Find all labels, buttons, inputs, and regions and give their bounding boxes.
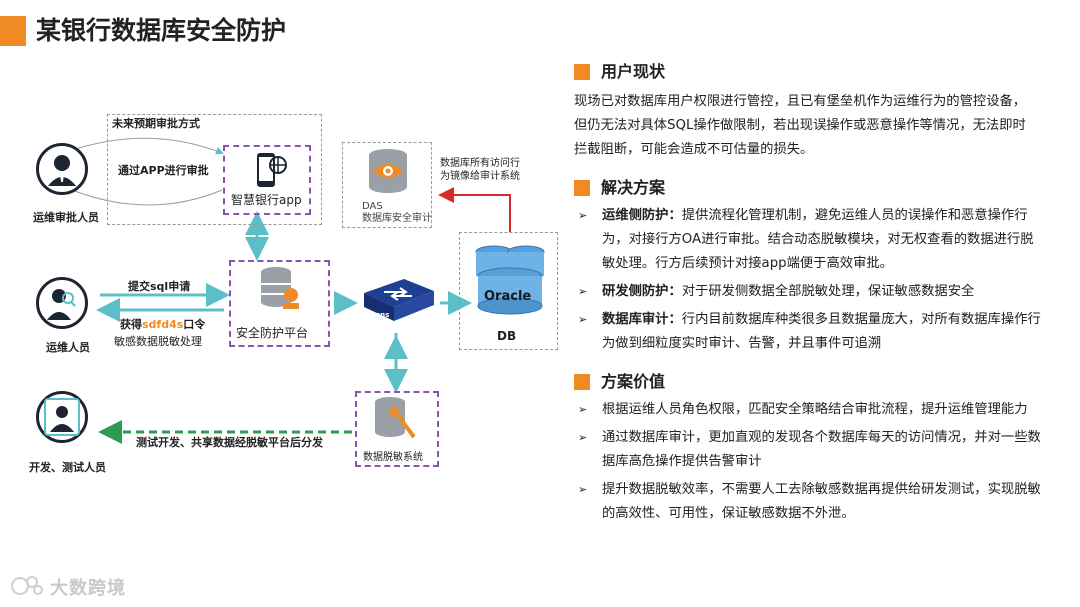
get-token-label: 获得sdfd4s口令 (120, 318, 206, 331)
section-header: 解决方案 (574, 176, 1064, 200)
list-item: ➢ 提升数据脱敏效率，不需要人工去除敏感数据再提供给研发测试，实现脱敏的高效性、… (574, 478, 1044, 526)
list-item-text: 根据运维人员角色权限，匹配安全策略结合审批流程，提升运维管理能力 (602, 402, 1028, 417)
security-platform-box (229, 260, 330, 347)
arrow-bullet-icon: ➢ (578, 483, 588, 496)
platform-database-stamp-icon (261, 267, 299, 309)
das-sub-label: 数据库安全审计 (362, 213, 432, 224)
db-to-das-mirror-arrow (438, 187, 511, 232)
section-title: 用户现状 (601, 62, 666, 81)
section-title: 方案价值 (601, 372, 666, 391)
oracle-label: Oracle (484, 289, 532, 304)
list-item-text: 提供流程化管理机制，避免运维人员的误操作和恶意操作行为，对接行方OA进行审批。结… (602, 208, 1034, 271)
smartphone-icon (257, 153, 287, 187)
list-item: ➢ 通过数据库审计，更加直观的发现各个数据库每天的访问情况，并对一些数据库高危操… (574, 426, 1044, 474)
watermark-logo-icon (11, 576, 43, 595)
platform-label: 安全防护平台 (236, 326, 309, 340)
approver-label: 运维审批人员 (33, 211, 99, 224)
list-item-text: 对于研发侧数据全部脱敏处理，保证敏感数据安全 (681, 284, 975, 299)
arrow-bullet-icon: ➢ (578, 403, 588, 416)
arrow-bullet-icon: ➢ (578, 285, 588, 298)
bank-app-box (223, 145, 311, 215)
solution-list: ➢ 运维侧防护：提供流程化管理机制，避免运维人员的误操作和恶意操作行为，对接行方… (574, 204, 1044, 356)
list-item-text: 行内目前数据库种类很多且数据量庞大，对所有数据库操作行为做到细粒度实时审计、告警… (602, 312, 1041, 351)
approver-app-curve (71, 137, 224, 155)
diagram-connectors (71, 137, 511, 444)
mirror-label-line2: 为镜像给审计系统 (440, 171, 520, 182)
page-title: 某银行数据库安全防护 (36, 16, 287, 45)
submit-sql-label: 提交sql申请 (128, 280, 191, 293)
list-item-text: 通过数据库审计，更加直观的发现各个数据库每天的访问情况，并对一些数据库高危操作提… (602, 430, 1041, 469)
list-item: ➢ 运维侧防护：提供流程化管理机制，避免运维人员的误操作和恶意操作行为，对接行方… (574, 204, 1044, 276)
dev-share-label: 测试开发、共享数据经脱敏平台后分发 (136, 436, 323, 449)
desens-system-box (355, 391, 439, 467)
watermark-text: 大数跨境 (50, 578, 126, 599)
token-code: sdfd4s (142, 318, 184, 331)
list-item-label: 运维侧防护： (602, 208, 682, 223)
person-search-icon (47, 289, 76, 320)
list-item-label: 数据库审计： (602, 312, 682, 327)
list-item-label: 研发侧防护： (602, 284, 682, 299)
das-box (342, 142, 432, 228)
desens-database-wand-icon (375, 397, 416, 439)
trans-switch-icon (364, 279, 434, 321)
section-header: 方案价值 (574, 370, 1064, 394)
mirror-label-line1: 数据库所有访问行 (440, 158, 520, 169)
section-marker (574, 180, 590, 196)
das-label: DAS (362, 201, 383, 212)
value-list: ➢ 根据运维人员角色权限，匹配安全策略结合审批流程，提升运维管理能力 ➢ 通过数… (574, 398, 1044, 526)
arrow-bullet-icon: ➢ (578, 313, 588, 326)
person-tie-icon (48, 155, 76, 186)
section-value: 方案价值 ➢ 根据运维人员角色权限，匹配安全策略结合审批流程，提升运维管理能力 … (574, 370, 1064, 530)
section-marker (574, 374, 590, 390)
person-screen-icon (44, 398, 80, 436)
oracle-database-icon (475, 245, 545, 315)
arrow-bullet-icon: ➢ (578, 209, 588, 222)
future-approval-label: 未来预期审批方式 (112, 117, 200, 130)
dev-test-avatar (36, 391, 88, 443)
bank-app-label: 智慧银行app (231, 193, 302, 207)
db-box (459, 232, 558, 350)
list-item: ➢ 数据库审计：行内目前数据库种类很多且数据量庞大，对所有数据库操作行为做到细粒… (574, 308, 1044, 356)
approve-via-app-label: 通过APP进行审批 (118, 164, 209, 177)
architecture-diagram: 未来预期审批方式 运维审批人员 通过APP进行审批 智慧银行app DAS 数据… (0, 95, 558, 495)
list-item: ➢ 研发侧防护：对于研发侧数据全部脱敏处理，保证敏感数据安全 (574, 280, 1044, 304)
sensitive-data-label: 敏感数据脱敏处理 (114, 335, 202, 348)
dev-test-label: 开发、测试人员 (29, 461, 106, 474)
ops-label: 运维人员 (46, 341, 90, 354)
list-item: ➢ 根据运维人员角色权限，匹配安全策略结合审批流程，提升运维管理能力 (574, 398, 1044, 422)
watermark: 大数跨境 (10, 572, 150, 599)
ops-avatar (36, 277, 88, 329)
section-header: 用户现状 (574, 60, 1064, 84)
trans-label: Trans (368, 311, 390, 319)
current-status-text: 现场已对数据库用户权限进行管控，且已有堡垒机作为运维行为的管控设备，但仍无法对具… (574, 94, 1027, 157)
db-label: DB (497, 329, 517, 343)
section-current-status: 用户现状 现场已对数据库用户权限进行管控，且已有堡垒机作为运维行为的管控设备，但… (574, 60, 1064, 162)
future-approval-box (107, 114, 322, 225)
section-marker (574, 64, 590, 80)
desens-system-label: 数据脱敏系统 (363, 452, 423, 463)
arrow-bullet-icon: ➢ (578, 431, 588, 444)
section-title: 解决方案 (601, 178, 666, 197)
approver-avatar (36, 143, 88, 195)
section-solution: 解决方案 ➢ 运维侧防护：提供流程化管理机制，避免运维人员的误操作和恶意操作行为… (574, 176, 1064, 360)
list-item-text: 提升数据脱敏效率，不需要人工去除敏感数据再提供给研发测试，实现脱敏的高效性、可用… (602, 482, 1041, 521)
das-database-eye-icon (369, 149, 407, 193)
title-accent-bar (0, 16, 26, 46)
